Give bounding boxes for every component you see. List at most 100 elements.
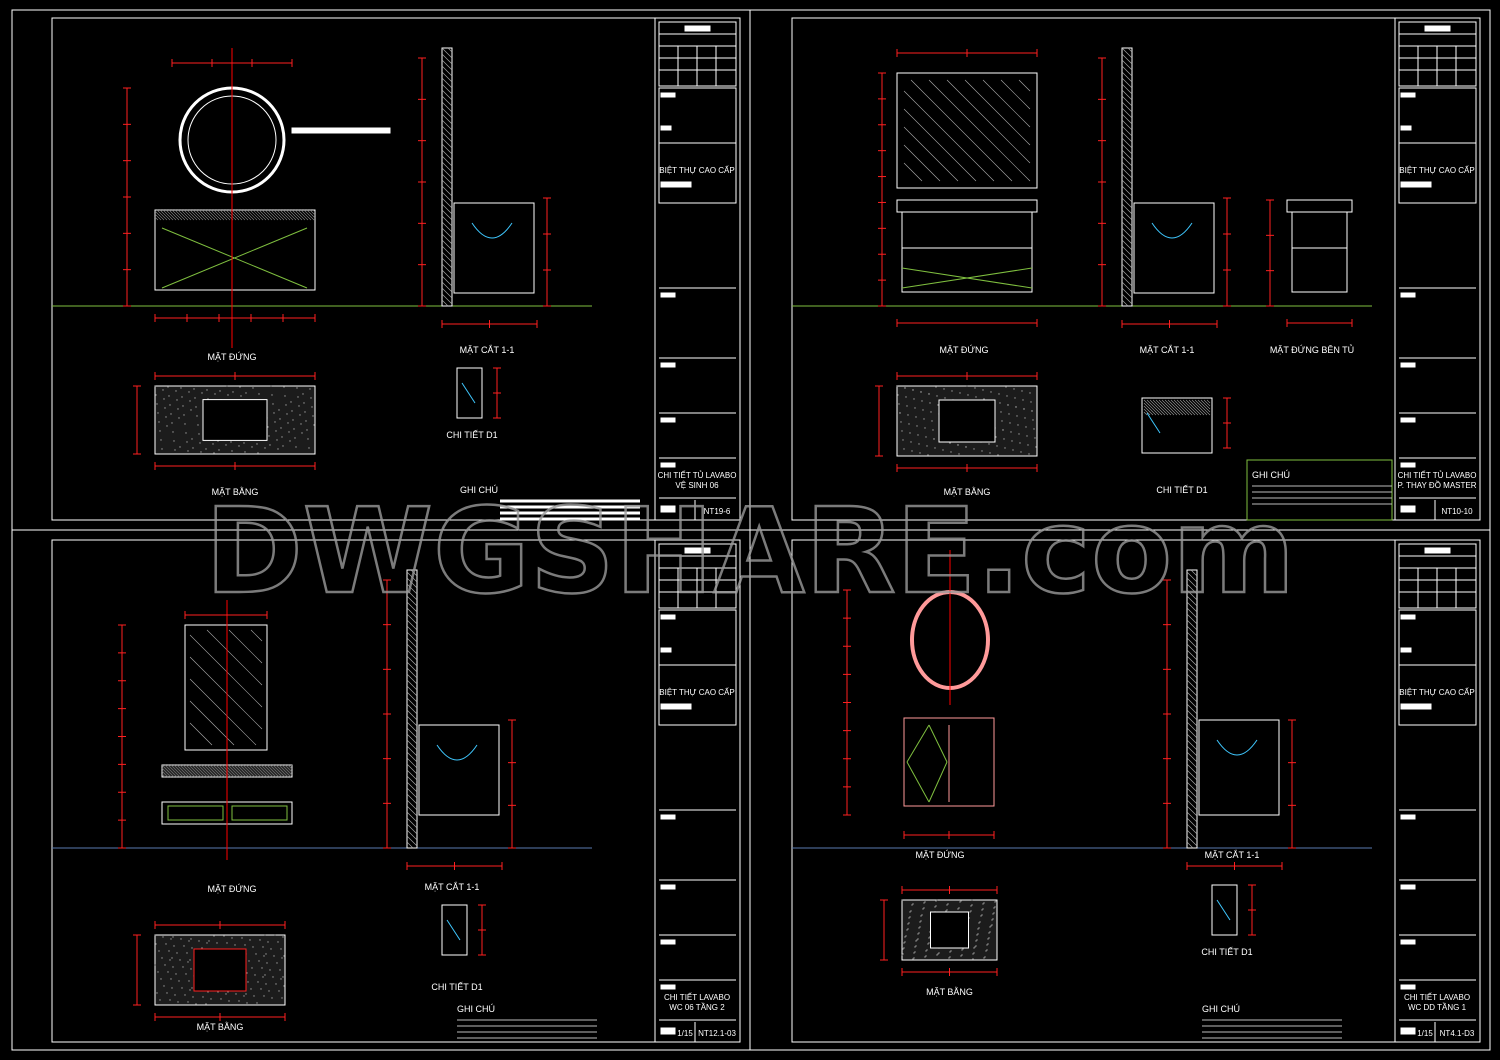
- hatch-line: [1143, 411, 1148, 416]
- title-block-fill: [1400, 1027, 1416, 1035]
- hatch-line: [290, 764, 293, 767]
- hatch-line: [189, 209, 201, 221]
- stone-texture: [244, 451, 246, 453]
- stone-texture: [243, 995, 245, 997]
- hatch-line: [1186, 727, 1198, 739]
- stone-texture: [1034, 437, 1036, 439]
- hatch-line: [1186, 643, 1198, 655]
- stone-texture: [173, 945, 175, 947]
- stone-texture: [267, 426, 269, 428]
- hatch-line: [441, 155, 453, 167]
- title-block-fill: [1400, 505, 1416, 513]
- hatch-line: [1203, 399, 1211, 407]
- hatch-line: [441, 71, 453, 83]
- stone-texture: [999, 402, 1001, 404]
- sheet-number: NT4.1-D3: [1440, 1029, 1475, 1038]
- stone-texture: [281, 436, 283, 438]
- stone-texture: [973, 952, 975, 954]
- hatch-line: [1121, 47, 1133, 59]
- title-block-border: [1394, 539, 1481, 1043]
- hatch-line: [1186, 655, 1198, 667]
- door-diagonal: [928, 724, 948, 763]
- stone-texture: [934, 906, 936, 908]
- stone-texture: [244, 944, 246, 946]
- detail-member: [446, 919, 461, 941]
- hatch-line: [1000, 79, 1031, 110]
- drawing-title-line2: P. THAY ĐỒ MASTER: [1398, 480, 1477, 490]
- stone-texture: [168, 950, 170, 952]
- title-block-fill: [1400, 462, 1416, 468]
- hatch-line: [1186, 739, 1198, 751]
- hatch-line: [242, 764, 256, 778]
- stone-texture: [258, 393, 260, 395]
- hatch-line: [441, 119, 453, 131]
- hatch-line: [1186, 571, 1198, 583]
- stone-texture: [1032, 419, 1034, 421]
- hatch-line: [406, 715, 418, 727]
- stone-texture: [197, 424, 199, 426]
- countertop: [896, 199, 1038, 213]
- title-block-fill: [1400, 814, 1416, 820]
- stone-texture: [935, 386, 937, 388]
- title-block-border: [654, 17, 741, 521]
- hatch-line: [279, 209, 291, 221]
- stone-texture: [947, 903, 949, 905]
- hatch-line: [1149, 399, 1166, 416]
- hatch-line: [1164, 399, 1181, 416]
- hatch-line: [273, 209, 285, 221]
- stone-texture: [979, 921, 981, 923]
- stone-texture: [961, 949, 963, 951]
- door-diagonal: [161, 227, 308, 289]
- hatch-line: [281, 764, 293, 776]
- hatch-line: [406, 823, 418, 835]
- notes-heading: GHI CHÚ: [1202, 1004, 1240, 1014]
- hatch-line: [406, 697, 418, 709]
- stone-texture: [216, 942, 218, 944]
- stone-texture: [906, 405, 908, 407]
- stone-texture: [295, 446, 297, 448]
- stone-texture: [995, 436, 997, 438]
- stone-texture: [959, 392, 961, 394]
- title-block-fill: [1400, 939, 1416, 945]
- stone-texture: [174, 449, 176, 451]
- stone-texture: [988, 937, 990, 939]
- stone-texture: [920, 920, 922, 922]
- stone-texture: [280, 427, 282, 429]
- hatch-line: [179, 764, 193, 778]
- hatch-line: [1186, 577, 1198, 589]
- hatch-line: [1186, 745, 1198, 757]
- hatch-line: [406, 691, 418, 703]
- stone-texture: [187, 1001, 189, 1003]
- stone-texture: [989, 452, 991, 454]
- stone-texture: [936, 395, 938, 397]
- hatch-line: [1186, 823, 1198, 835]
- hatch-line: [1167, 399, 1184, 416]
- stone-texture: [208, 940, 210, 942]
- stone-texture: [949, 951, 951, 953]
- vanity-frame: [901, 211, 1033, 293]
- stone-texture: [904, 936, 906, 938]
- stone-texture: [902, 439, 904, 441]
- stone-texture: [1019, 442, 1021, 444]
- hatch-line: [441, 167, 453, 179]
- stone-texture: [1035, 446, 1037, 448]
- stone-texture: [986, 949, 988, 951]
- hatch-line: [183, 209, 195, 221]
- stone-texture: [272, 403, 274, 405]
- stone-texture: [235, 993, 237, 995]
- title-block-fill: [1400, 181, 1432, 188]
- stone-texture: [290, 401, 292, 403]
- detail-box: [1211, 884, 1238, 936]
- hatch-line: [1182, 399, 1199, 416]
- stone-texture: [932, 429, 934, 431]
- stone-texture: [171, 957, 173, 959]
- hatch-line: [441, 47, 453, 59]
- hatch-line: [441, 263, 453, 275]
- hatch-line: [189, 678, 257, 746]
- title-block-cell: [658, 609, 737, 726]
- title-block-fill: [1400, 647, 1412, 653]
- stone-texture: [1017, 424, 1019, 426]
- stone-texture: [187, 450, 189, 452]
- hatch-line: [406, 817, 418, 829]
